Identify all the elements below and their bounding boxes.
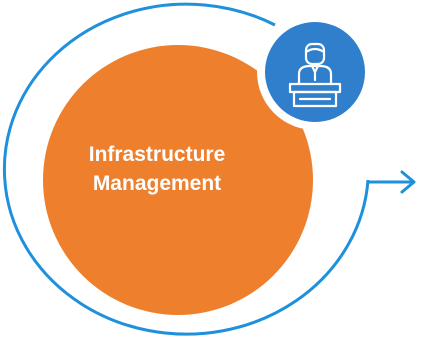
infrastructure-management-title: Infrastructure Management (82, 140, 232, 198)
outer-ring (2, 2, 370, 336)
main-circle (43, 45, 313, 315)
title-line-1: Infrastructure (88, 143, 226, 166)
arrow-head (400, 170, 416, 194)
title-line-2: Management (92, 172, 222, 195)
receptionist-desk-icon (288, 42, 342, 108)
